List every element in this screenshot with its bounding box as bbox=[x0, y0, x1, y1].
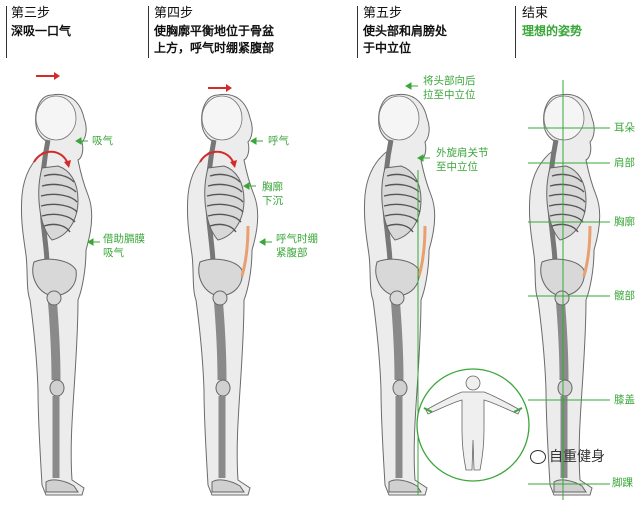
step4-desc-line1: 使胸廓平衡地位于骨盆 bbox=[154, 24, 275, 38]
figure-step5 bbox=[364, 94, 434, 495]
divider-3 bbox=[357, 6, 358, 58]
divider-4 bbox=[515, 6, 516, 58]
step5-desc-line2: 于中立位 bbox=[363, 41, 412, 55]
anno-ribcage: 胸廓 bbox=[614, 216, 635, 228]
divider-1 bbox=[6, 6, 7, 58]
step5-title: 第五步 bbox=[363, 6, 403, 21]
final-title: 结束 bbox=[522, 6, 549, 21]
wechat-icon bbox=[530, 450, 546, 464]
step3-desc-line1: 深吸一口气 bbox=[11, 24, 72, 38]
anno-knee: 膝盖 bbox=[614, 394, 635, 406]
step4-desc-line2: 上方，呼气时绷紧腹部 bbox=[154, 41, 275, 55]
divider-2 bbox=[148, 6, 149, 58]
final-desc: 理想的姿势 bbox=[522, 24, 583, 38]
watermark-text: 自重健身 bbox=[549, 449, 605, 465]
figure-step3 bbox=[21, 72, 91, 495]
anno-ear: 耳朵 bbox=[614, 122, 635, 134]
anno-shoulder: 肩部 bbox=[614, 157, 635, 169]
anno-head-back: 将头部向后 拉至中立位 bbox=[423, 75, 476, 101]
anno-diaphragm: 借助膈膜 吸气 bbox=[103, 233, 145, 259]
anno-inhale: 吸气 bbox=[92, 135, 113, 147]
watermark: 自重健身 bbox=[530, 446, 605, 466]
anno-rib-lower: 胸廓 下沉 bbox=[262, 181, 283, 207]
anno-hip: 髋部 bbox=[614, 290, 635, 302]
figure-final bbox=[529, 94, 599, 495]
step5-desc-line1: 使头部和肩膀处 bbox=[363, 24, 448, 38]
shoulder-rotation-inset bbox=[416, 170, 530, 495]
anno-ankle: 脚踝 bbox=[612, 477, 633, 489]
figure-step4 bbox=[187, 84, 257, 495]
step4-title: 第四步 bbox=[154, 6, 194, 21]
anno-tighten-abs: 呼气时绷 紧腹部 bbox=[276, 233, 318, 259]
anno-exhale: 呼气 bbox=[268, 135, 289, 147]
step3-title: 第三步 bbox=[11, 6, 51, 21]
anno-shoulder-rotate: 外旋肩关节 至中立位 bbox=[436, 147, 489, 173]
